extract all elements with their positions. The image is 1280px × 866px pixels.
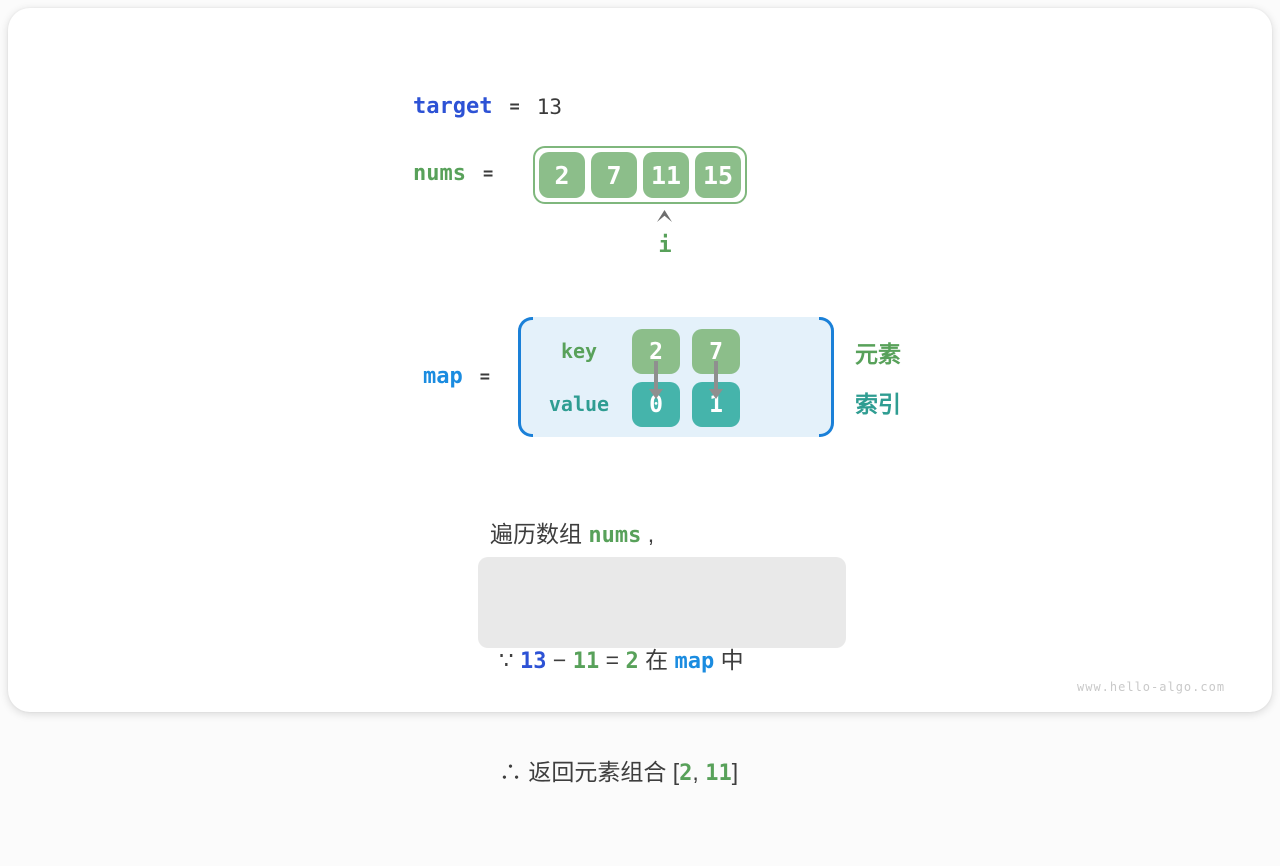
map-equals-sign: = — [479, 366, 490, 387]
because-symbol: ∵ — [499, 647, 521, 673]
nums-equals-sign: = — [482, 163, 494, 184]
map-line: map = — [423, 364, 507, 389]
nums-array-cell: 2 — [539, 152, 585, 198]
closing-bracket: ] — [731, 759, 739, 785]
middle-text: 中 — [714, 647, 744, 673]
map-key-row-label: key — [560, 339, 598, 363]
nums-array-cell: 7 — [591, 152, 637, 198]
conclusion-box: ∵ 13 − 11 = 2 在 map 中 ∴ 返回元素组合 [2, 11] — [478, 557, 846, 786]
map-left-bracket-icon — [518, 317, 533, 437]
caption-text: 遍历数组 — [490, 521, 589, 547]
difference-number: 2 — [625, 649, 639, 674]
nums-keyword: nums — [413, 161, 466, 186]
in-text: 在 — [638, 647, 675, 673]
conclusion-line-2: ∴ 返回元素组合 [2, 11] — [499, 754, 846, 792]
nums-line: nums = — [413, 161, 510, 186]
result-number: 2 — [679, 761, 693, 786]
element-side-label: 元素 — [855, 341, 901, 367]
result-number: 11 — [705, 761, 732, 786]
target-keyword: target — [413, 94, 493, 119]
map-keyword: map — [423, 364, 463, 389]
map-right-bracket-icon — [819, 317, 834, 437]
caption-comma: , — [641, 521, 655, 547]
key-to-value-arrow-icon — [649, 361, 663, 400]
diagram-stage: target = 13 nums = 2 7 11 15 i map = key… — [413, 94, 1226, 786]
comma-separator: , — [692, 759, 706, 785]
nums-array-cell: 15 — [695, 152, 741, 198]
minus-sign: − — [546, 647, 573, 673]
target-line: target = 13 — [413, 94, 562, 119]
target-number: 13 — [520, 649, 547, 674]
therefore-text: ∴ 返回元素组合 [ — [499, 759, 680, 785]
map-hash-table: key value 2 7 0 1 — [518, 317, 834, 437]
index-side-label: 索引 — [855, 391, 901, 417]
nums-array: 2 7 11 15 — [533, 146, 747, 204]
current-number: 11 — [572, 649, 600, 674]
conclusion-line-1: ∵ 13 − 11 = 2 在 map 中 — [499, 642, 846, 680]
key-to-value-arrow-icon — [709, 361, 723, 400]
caption-nums-keyword: nums — [588, 523, 642, 548]
map-value-row-label: value — [548, 392, 610, 416]
map-keyword-inline: map — [674, 649, 715, 674]
watermark: www.hello-algo.com — [1077, 680, 1226, 694]
nums-array-cell: 11 — [643, 152, 689, 198]
equals-sign: = — [599, 647, 626, 673]
target-value: 13 — [536, 94, 563, 119]
target-equals-sign: = — [509, 96, 520, 117]
caption-line: 遍历数组 nums , — [490, 515, 654, 549]
map-value-cell: 1 — [692, 382, 740, 427]
index-pointer-label: i — [658, 233, 672, 258]
